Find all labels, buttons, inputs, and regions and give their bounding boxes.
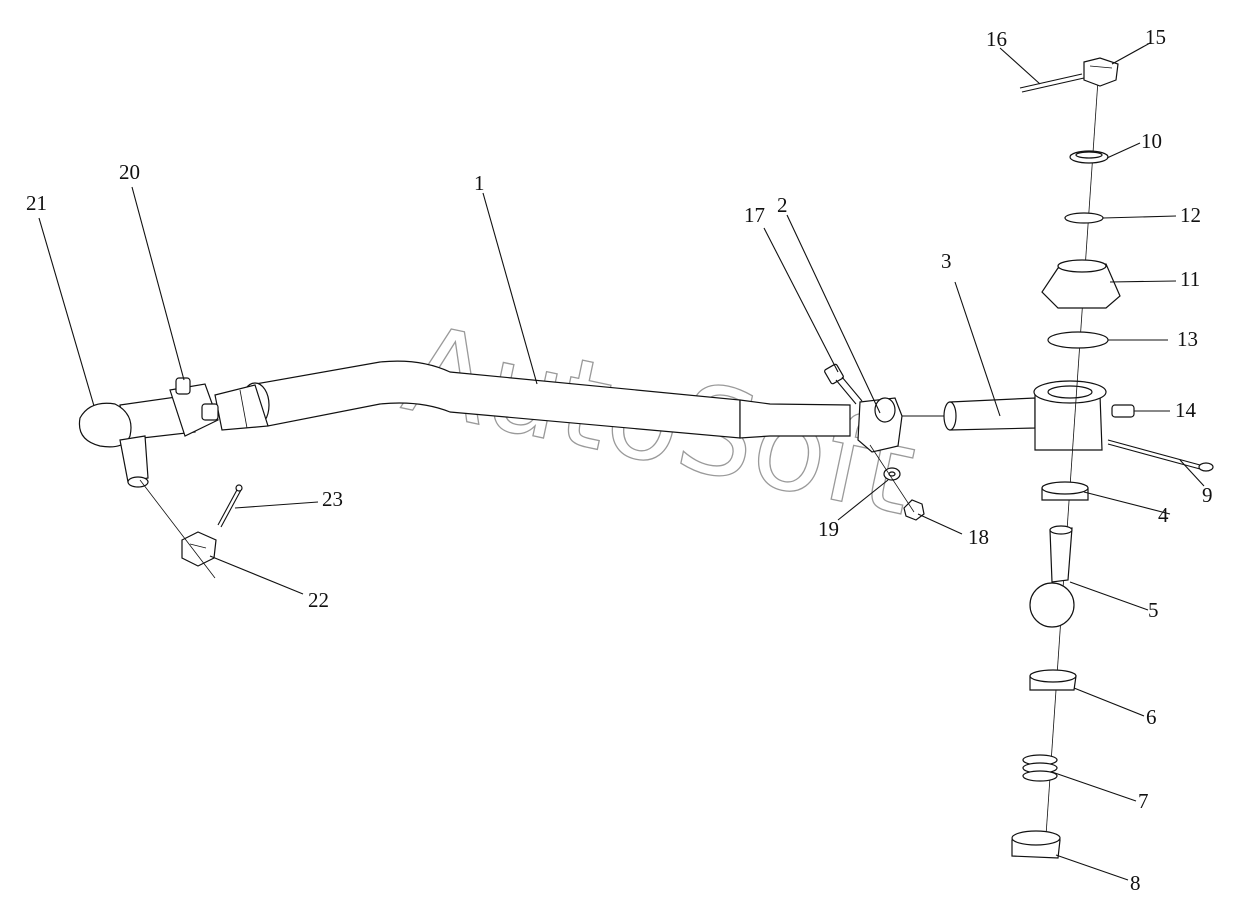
ball-joint-tip-part-21 [78,394,196,488]
seat-part-4 [1041,481,1089,501]
callout-14: 14 [1175,398,1197,422]
callout-12: 12 [1180,203,1201,227]
callout-7: 7 [1138,789,1149,813]
cotter-pin-part-23 [217,484,243,528]
callout-labels: 1 2 3 4 5 6 7 8 9 10 11 12 13 14 15 16 1… [26,25,1213,895]
ring-part-12 [1064,212,1104,224]
cap-part-8 [1011,830,1061,859]
callout-4: 4 [1158,503,1169,527]
tie-rod-part-1 [214,360,851,439]
callout-17: 17 [744,203,765,227]
callout-23: 23 [322,487,343,511]
nut-part-18 [903,499,925,521]
callout-9: 9 [1202,483,1213,507]
callout-8: 8 [1130,871,1141,895]
callout-2: 2 [777,193,788,217]
washer-part-19 [883,467,901,481]
boot-part-11 [1041,259,1121,309]
socket-housing-part-3 [943,380,1107,451]
callout-16: 16 [986,27,1007,51]
cotter-pin-part-9 [1107,439,1214,472]
axis-line-left [139,479,216,579]
ball-pin-part-5 [1029,525,1075,628]
callout-18: 18 [968,525,989,549]
callout-10: 10 [1141,129,1162,153]
axis-line-mid [869,444,915,513]
ring-part-10 [1069,150,1109,164]
callout-11: 11 [1180,267,1200,291]
axis-line-right [1044,79,1099,851]
callout-22: 22 [308,588,329,612]
callout-15: 15 [1145,25,1166,49]
castle-nut-part-22 [181,531,217,567]
callout-3: 3 [941,249,952,273]
clamp-part-2 [857,397,960,453]
castle-nut-part-15 [1083,57,1119,87]
callout-19: 19 [818,517,839,541]
ring-part-13 [1047,331,1109,349]
leader-lines [38,42,1205,881]
cotter-pin-part-16 [1019,73,1085,93]
callout-1: 1 [474,171,485,195]
callout-5: 5 [1148,598,1159,622]
callout-20: 20 [119,160,140,184]
seat-part-6 [1029,669,1077,691]
bolt-part-17 [824,363,863,405]
callout-6: 6 [1146,705,1157,729]
spring-part-7 [1022,754,1058,782]
callout-21: 21 [26,191,47,215]
grease-fitting-part-14 [1111,404,1135,418]
callout-13: 13 [1177,327,1198,351]
